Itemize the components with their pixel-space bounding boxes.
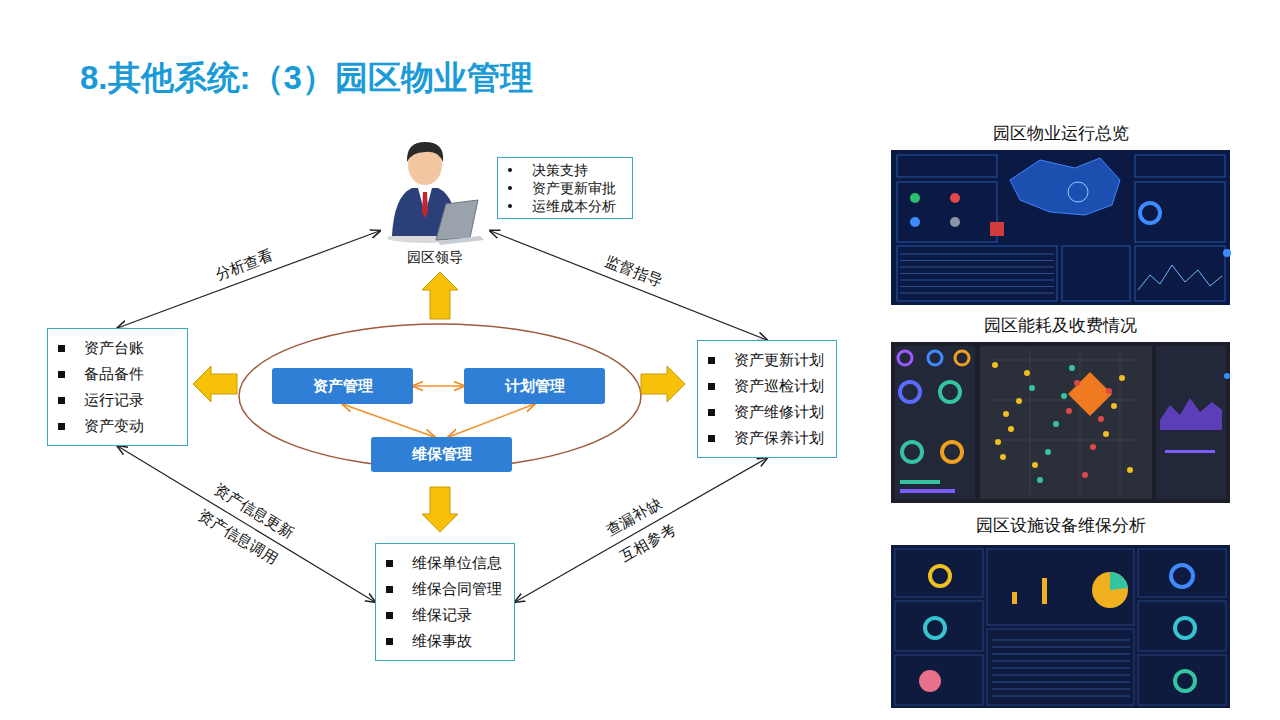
list-item: 资产更新审批: [532, 179, 616, 197]
screenshot-panel: 园区设施设备维保分析: [891, 514, 1230, 709]
bullet-mark: [508, 168, 512, 172]
panel-title: 园区物业运行总览: [891, 122, 1230, 145]
screenshot-panel: 园区物业运行总览: [891, 122, 1230, 306]
module-box: 资产管理: [272, 368, 413, 404]
up-arrow: [422, 272, 458, 319]
connector: [515, 458, 767, 602]
list-row: 运行记录: [58, 387, 177, 413]
bullet-mark: [58, 423, 65, 430]
module-label: 维保管理: [412, 445, 472, 464]
list-row: 资产维修计划: [708, 399, 826, 425]
list-row: 资产更新计划: [708, 347, 826, 373]
list-item: 决策支持: [532, 161, 588, 179]
bullet-list-box: 维保单位信息维保合同管理维保记录维保事故: [375, 543, 515, 661]
list-row: 资产台账: [58, 335, 177, 361]
list-item: 维保合同管理: [412, 576, 502, 602]
module-box: 维保管理: [371, 437, 512, 472]
list-item: 维保事故: [412, 628, 472, 654]
list-item: 运行记录: [84, 387, 144, 413]
bullet-mark: [386, 638, 393, 645]
list-item: 维保单位信息: [412, 550, 502, 576]
panel-title: 园区设施设备维保分析: [891, 514, 1230, 537]
list-row: 资产保养计划: [708, 425, 826, 451]
list-row: 资产变动: [58, 413, 177, 439]
dashboard-maintenance: [891, 545, 1230, 708]
left-arrow: [193, 366, 237, 402]
connector: [413, 385, 464, 386]
bullet-mark: [708, 435, 715, 442]
bullet-mark: [58, 371, 65, 378]
list-row: 资产巡检计划: [708, 373, 826, 399]
list-row: 资产更新审批: [508, 179, 622, 197]
list-row: 决策支持: [508, 161, 622, 179]
bullet-mark: [386, 560, 393, 567]
connector: [118, 446, 376, 602]
connector: [343, 404, 435, 437]
edge-label: 分析查看: [210, 246, 276, 285]
bullet-mark: [708, 383, 715, 390]
module-label: 计划管理: [505, 377, 565, 396]
bullet-mark: [708, 409, 715, 416]
list-row: 维保单位信息: [386, 550, 504, 576]
module-box: 计划管理: [464, 368, 605, 404]
dashboard-overview: [891, 150, 1231, 305]
connector: [118, 231, 381, 328]
list-item: 运维成本分析: [532, 197, 616, 215]
list-row: 运维成本分析: [508, 197, 622, 215]
list-item: 维保记录: [412, 602, 472, 628]
bullet-mark: [508, 204, 512, 208]
bullet-mark: [58, 345, 65, 352]
list-item: 备品备件: [84, 361, 144, 387]
list-item: 资产更新计划: [734, 347, 824, 373]
list-item: 资产巡检计划: [734, 373, 824, 399]
bullet-mark: [508, 186, 512, 190]
bullet-mark: [386, 612, 393, 619]
list-item: 资产变动: [84, 413, 144, 439]
block-arrows: [193, 272, 685, 532]
screenshot-panel: 园区能耗及收费情况: [891, 314, 1230, 504]
list-row: 维保记录: [386, 602, 504, 628]
list-row: 维保合同管理: [386, 576, 504, 602]
slide-title: 8.其他系统:（3）园区物业管理: [80, 56, 533, 101]
bullet-mark: [386, 586, 393, 593]
bullet-list-box: 决策支持资产更新审批运维成本分析: [497, 157, 633, 219]
connector: [490, 231, 767, 340]
list-row: 备品备件: [58, 361, 177, 387]
down-arrow: [422, 487, 458, 532]
bullet-mark: [708, 357, 715, 364]
role-label: 园区领导: [380, 248, 490, 266]
leader-icon: [387, 142, 484, 245]
list-item: 资产台账: [84, 335, 144, 361]
edge-label: 监督指导: [601, 251, 667, 291]
module-label: 资产管理: [313, 377, 373, 396]
list-item: 资产维修计划: [734, 399, 824, 425]
bullet-list-box: 资产台账备品备件运行记录资产变动: [47, 328, 188, 446]
list-row: 维保事故: [386, 628, 504, 654]
right-arrow: [641, 366, 685, 402]
bullet-mark: [58, 397, 65, 404]
dashboard-energy: [891, 342, 1230, 503]
connector: [449, 404, 535, 437]
bullet-list-box: 资产更新计划资产巡检计划资产维修计划资产保养计划: [697, 340, 837, 458]
panel-title: 园区能耗及收费情况: [891, 314, 1230, 337]
role-node: 园区领导: [380, 140, 490, 266]
core-ellipse: [239, 324, 641, 468]
list-item: 资产保养计划: [734, 425, 824, 451]
